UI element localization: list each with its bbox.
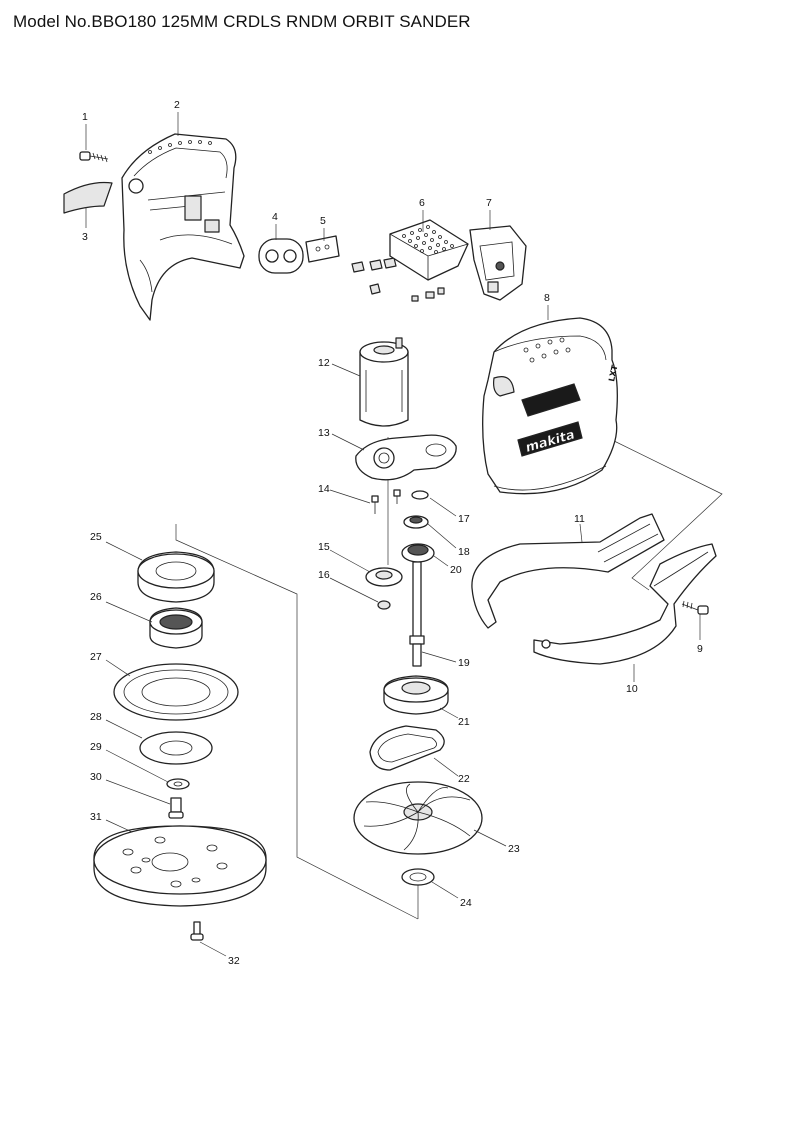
callout-17: 17 [458, 513, 470, 525]
callout-numbers: 1 2 3 4 5 6 7 8 9 10 11 12 13 14 15 16 1… [82, 99, 703, 967]
callout-23: 23 [508, 843, 520, 855]
callout-21: 21 [458, 716, 470, 728]
callout-31: 31 [90, 811, 102, 823]
part-12-motor [359, 337, 409, 427]
part-19-spindle [409, 561, 425, 667]
part-18-bearing [403, 515, 429, 529]
part-7-terminal [469, 225, 527, 301]
callout-13: 13 [318, 427, 330, 439]
callout-10: 10 [626, 683, 638, 695]
callout-3: 3 [82, 231, 88, 243]
callout-16: 16 [318, 569, 330, 581]
callout-9: 9 [697, 643, 703, 655]
callout-30: 30 [90, 771, 102, 783]
callout-6: 6 [419, 197, 425, 209]
part-11-dust-port [471, 513, 665, 629]
part-4-gasket [258, 238, 304, 274]
part-13-bracket [355, 434, 457, 481]
callout-28: 28 [90, 711, 102, 723]
leader-lines [85, 112, 701, 957]
part-3-label [63, 181, 113, 214]
part-5-switch [305, 235, 445, 302]
callout-8: 8 [544, 292, 550, 304]
callout-18: 18 [458, 546, 470, 558]
part-1-screw [79, 151, 109, 163]
part-9-screw [681, 600, 709, 615]
callout-20: 20 [450, 564, 462, 576]
callout-2: 2 [174, 99, 180, 111]
callout-12: 12 [318, 357, 330, 369]
part-31-sanding-pad [93, 825, 267, 907]
part-26-bearing [149, 607, 203, 649]
page-title: Model No.BBO180 125MM CRDLS RNDM ORBIT S… [13, 12, 471, 31]
part-22-belt [369, 725, 445, 771]
part-24-washer [401, 868, 435, 886]
part-6-controller [389, 219, 469, 281]
part-30-screw [168, 797, 184, 819]
part-23-fan [353, 781, 483, 855]
part-32-screw [190, 921, 204, 941]
callout-19: 19 [458, 657, 470, 669]
part-21-pulley [383, 675, 449, 715]
part-20-bearing [401, 543, 435, 563]
part-8-motor-housing: makita LXT [482, 317, 620, 495]
callout-25: 25 [90, 531, 102, 543]
callout-7: 7 [486, 197, 492, 209]
lxt-badge: LXT [607, 364, 619, 383]
callout-22: 22 [458, 773, 470, 785]
callout-32: 32 [228, 955, 240, 967]
callout-5: 5 [320, 215, 326, 227]
callout-24: 24 [460, 897, 472, 909]
part-25-ring [137, 551, 215, 603]
part-10-dust-port [533, 543, 717, 665]
callout-11: 11 [574, 513, 585, 525]
part-27-pad-ring [113, 663, 239, 721]
part-14-screw [371, 489, 401, 514]
callout-4: 4 [272, 211, 278, 223]
part-28-plate [139, 731, 213, 765]
part-29-washer [166, 778, 190, 790]
part-15-gear [365, 567, 403, 587]
callout-15: 15 [318, 541, 330, 553]
callout-1: 1 [82, 111, 88, 123]
callout-26: 26 [90, 591, 102, 603]
callout-14: 14 [318, 483, 330, 495]
callout-29: 29 [90, 741, 102, 753]
part-16-nut [377, 600, 391, 610]
part-2-housing [121, 133, 245, 321]
callout-27: 27 [90, 651, 102, 663]
part-17-retaining-ring [411, 490, 429, 500]
